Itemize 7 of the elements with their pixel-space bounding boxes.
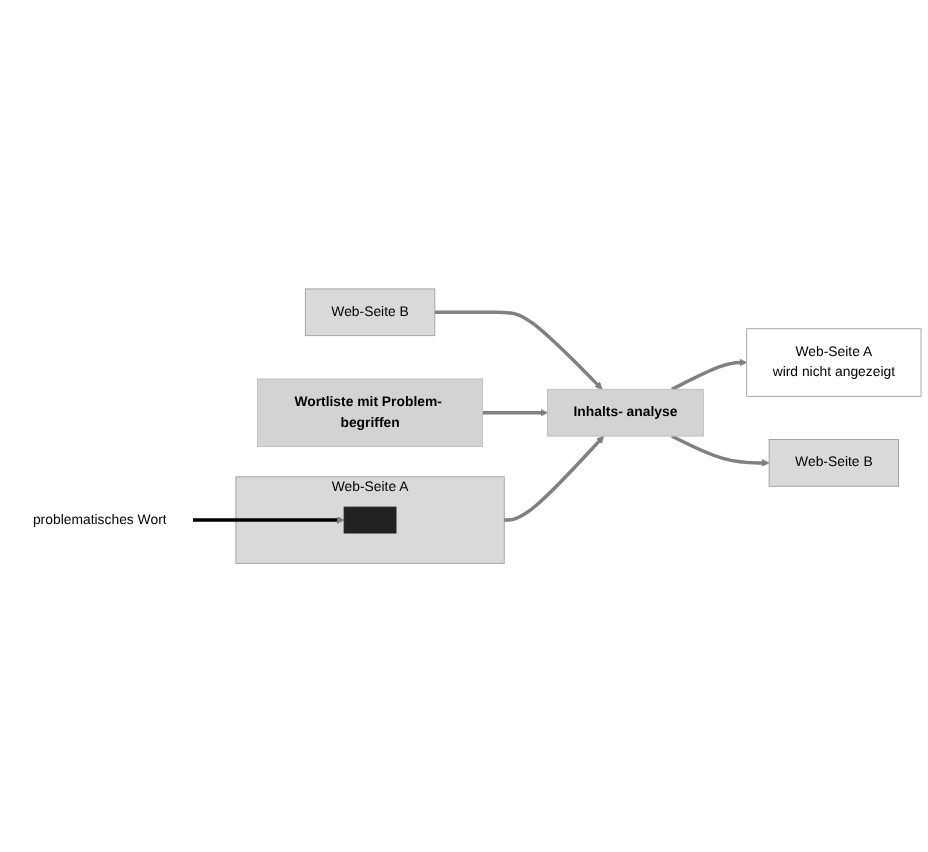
arrow — [482, 408, 548, 417]
node-bar — [343, 506, 397, 534]
arrow — [434, 310, 603, 390]
arrow — [192, 516, 345, 524]
arrow — [671, 358, 748, 391]
arrow — [671, 434, 770, 467]
arrow — [504, 435, 605, 522]
